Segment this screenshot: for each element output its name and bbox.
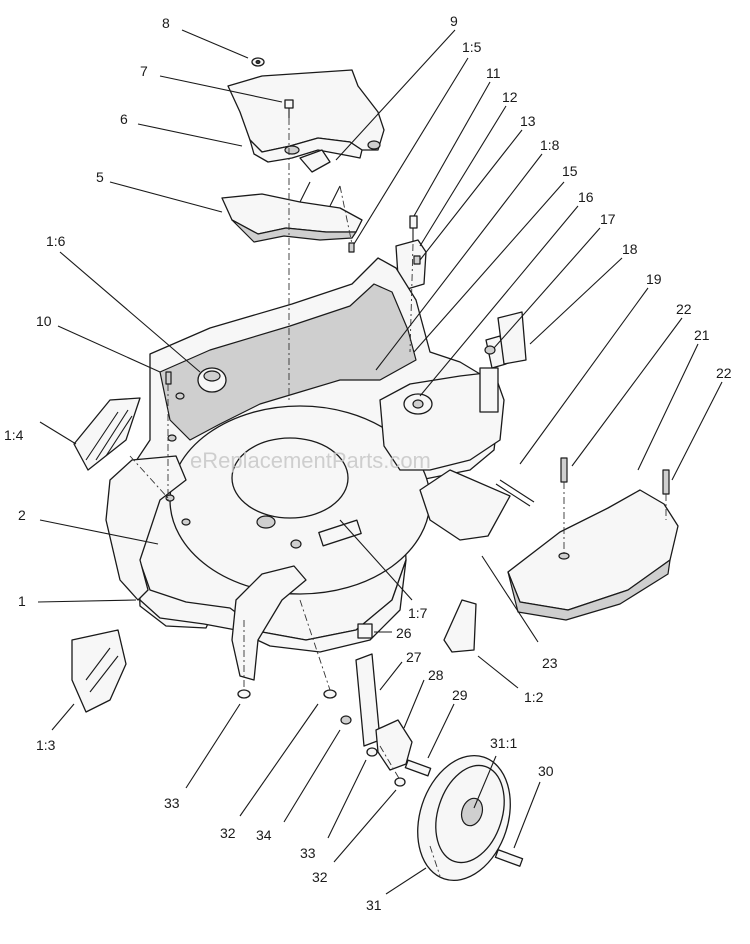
- part-1-6-plug: [197, 367, 227, 393]
- callout-32b: 32: [312, 869, 328, 885]
- callout-32a: 32: [220, 825, 236, 841]
- part-2-front-bumper: [105, 455, 187, 601]
- callout-30: 30: [538, 763, 554, 779]
- callout-33a: 33: [164, 795, 180, 811]
- callout-1-2: 1:2: [524, 689, 544, 705]
- callout-11: 11: [486, 65, 501, 81]
- callout-21: 21: [694, 327, 710, 343]
- part-19-rod: [495, 479, 535, 507]
- callout-6: 6: [120, 111, 128, 127]
- callout-9: 9: [450, 13, 458, 29]
- callout-22b: 22: [716, 365, 732, 381]
- callout-15: 15: [562, 163, 578, 179]
- callout-31-1: 31:1: [490, 735, 517, 751]
- part-5-deflector: [221, 181, 363, 243]
- callout-1-5: 1:5: [462, 39, 482, 55]
- callout-22a: 22: [676, 301, 692, 317]
- callout-1-8: 1:8: [540, 137, 560, 153]
- callout-23: 23: [542, 655, 558, 671]
- assembly-centerlines: [129, 118, 667, 781]
- callout-12: 12: [502, 89, 518, 105]
- callout-1: 1: [18, 593, 26, 609]
- part-1-4-plate: [73, 397, 141, 471]
- callout-27: 27: [406, 649, 422, 665]
- callout-2: 2: [18, 507, 26, 523]
- part-29-bolt: [404, 759, 432, 777]
- part-1-3-plate: [71, 629, 127, 713]
- part-22-screws: [560, 457, 670, 495]
- callout-17: 17: [600, 211, 616, 227]
- callout-13: 13: [520, 113, 536, 129]
- callout-29: 29: [452, 687, 468, 703]
- callout-19: 19: [646, 271, 662, 287]
- callout-1-6: 1:6: [46, 233, 66, 249]
- callout-8: 8: [162, 15, 170, 31]
- callout-34: 34: [256, 827, 272, 843]
- part-8-nut: [251, 57, 265, 67]
- part-1-5-screw: [348, 242, 355, 253]
- part-31-wheel: [417, 754, 511, 882]
- part-21-rear-flap: [507, 489, 679, 621]
- part-26-spacer: [357, 623, 373, 639]
- callout-1-4: 1:4: [4, 427, 24, 443]
- part-23-trailing-shield: [419, 469, 511, 541]
- leader-lines: [37, 29, 723, 895]
- part-17-18-bracket: [484, 311, 527, 365]
- callout-7: 7: [140, 63, 148, 79]
- part-30-wheel-bolt: [494, 849, 524, 867]
- callout-5: 5: [96, 169, 104, 185]
- watermark-text: eReplacementParts.com: [190, 448, 431, 473]
- callout-labels: 8 9 1:5 7 11 6 12 13 1:8 5 15 16 1:6 17 …: [4, 13, 732, 913]
- callout-16: 16: [578, 189, 594, 205]
- part-1-7-side-guard: [231, 565, 307, 681]
- callout-33b: 33: [300, 845, 316, 861]
- part-15-16-rear-housing: [379, 335, 507, 471]
- callout-10: 10: [36, 313, 52, 329]
- callout-31: 31: [366, 897, 382, 913]
- part-9-bracket: [299, 149, 331, 173]
- callout-18: 18: [622, 241, 638, 257]
- callout-1-7: 1:7: [408, 605, 428, 621]
- part-7-screw: [284, 99, 294, 118]
- part-10-screw: [165, 371, 172, 385]
- callout-1-3: 1:3: [36, 737, 56, 753]
- callout-26: 26: [396, 625, 412, 641]
- part-1-2-wedge: [443, 599, 477, 653]
- part-6-discharge-cover: [227, 69, 385, 163]
- callout-28: 28: [428, 667, 444, 683]
